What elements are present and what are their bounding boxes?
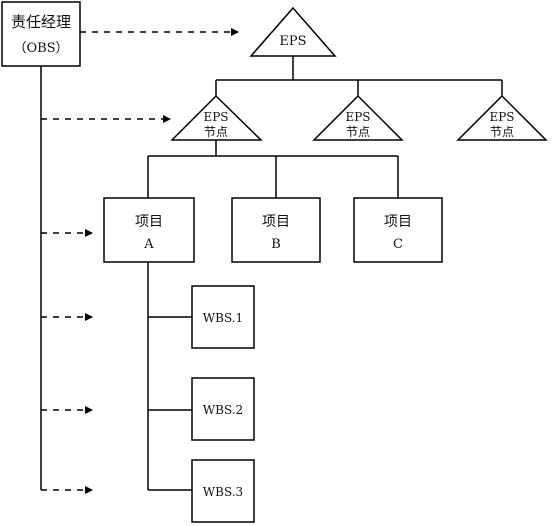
wbs-2-label: WBS.2: [203, 403, 243, 417]
project-c-line2: C: [393, 237, 403, 252]
obs-box: 责任经理 （OBS）: [1, 1, 81, 67]
project-c-box: 项目 C: [353, 197, 443, 263]
wbs-1-label: WBS.1: [203, 311, 243, 325]
eps-node-1: EPS 节点: [170, 94, 263, 141]
eps-root-label: EPS: [279, 34, 306, 49]
project-b-box: 项目 B: [231, 197, 321, 263]
wbs-connectors: [147, 262, 192, 491]
eps-node-2: EPS 节点: [312, 94, 404, 141]
eps-node-3: EPS 节点: [456, 94, 548, 141]
project-a-line2: A: [143, 237, 154, 252]
project-b-line2: B: [271, 237, 281, 252]
project-a-box: 项目 A: [103, 197, 195, 263]
wbs-1-box: WBS.1: [191, 285, 255, 349]
eps-node-2-line2: 节点: [346, 125, 370, 139]
eps-node-3-line2: 节点: [490, 125, 514, 139]
eps-connectors: [215, 56, 503, 96]
obs-box-line2: （OBS）: [13, 41, 68, 56]
project-a-line1: 项目: [135, 214, 163, 230]
eps-root-node: EPS: [249, 6, 337, 57]
wbs-3-label: WBS.3: [203, 485, 243, 499]
dashed-mapping-arrows: [41, 28, 239, 494]
eps-node-2-line1: EPS: [345, 110, 370, 124]
wbs-3-box: WBS.3: [191, 459, 255, 523]
project-b-line1: 项目: [262, 214, 290, 230]
obs-box-line1: 责任经理: [11, 13, 71, 31]
eps-node-3-line1: EPS: [489, 110, 514, 124]
wbs-2-box: WBS.2: [191, 377, 255, 441]
project-connectors: [147, 140, 399, 198]
project-c-line1: 项目: [384, 214, 412, 230]
eps-node-1-line2: 节点: [204, 125, 228, 139]
eps-node-1-line1: EPS: [203, 110, 228, 124]
